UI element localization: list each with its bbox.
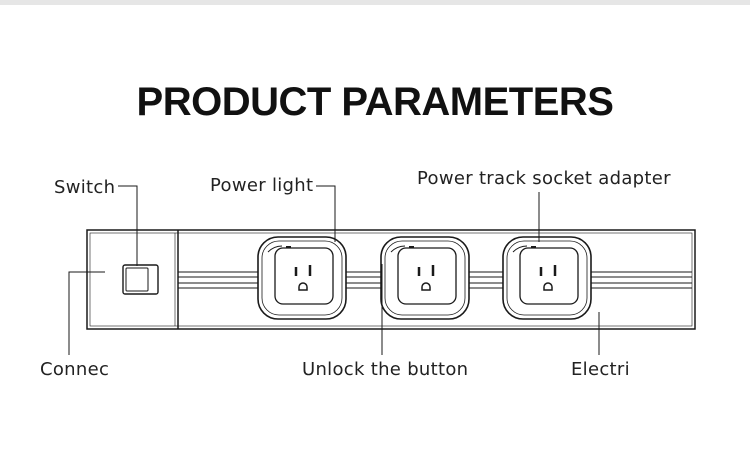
label-power-light: Power light xyxy=(210,175,314,196)
label-electric: Electri xyxy=(571,359,630,380)
strip-inner-edge xyxy=(89,232,693,327)
label-switch: Switch xyxy=(54,177,116,198)
socket-adapter-3 xyxy=(502,236,592,320)
socket-adapter-2 xyxy=(380,236,470,320)
label-socket-adapter: Power track socket adapter xyxy=(417,168,671,189)
switch-icon xyxy=(122,264,159,295)
leader-switch xyxy=(118,185,138,266)
label-connector: Connec xyxy=(40,359,110,380)
top-border xyxy=(0,0,750,5)
page-title: PRODUCT PARAMETERS xyxy=(136,80,614,124)
label-unlock-button: Unlock the button xyxy=(302,359,469,380)
socket-adapter-1 xyxy=(257,236,347,320)
leader-lines xyxy=(68,185,600,355)
leader-connector xyxy=(68,271,105,355)
strip-body xyxy=(86,229,696,330)
leader-power-light xyxy=(316,185,336,242)
